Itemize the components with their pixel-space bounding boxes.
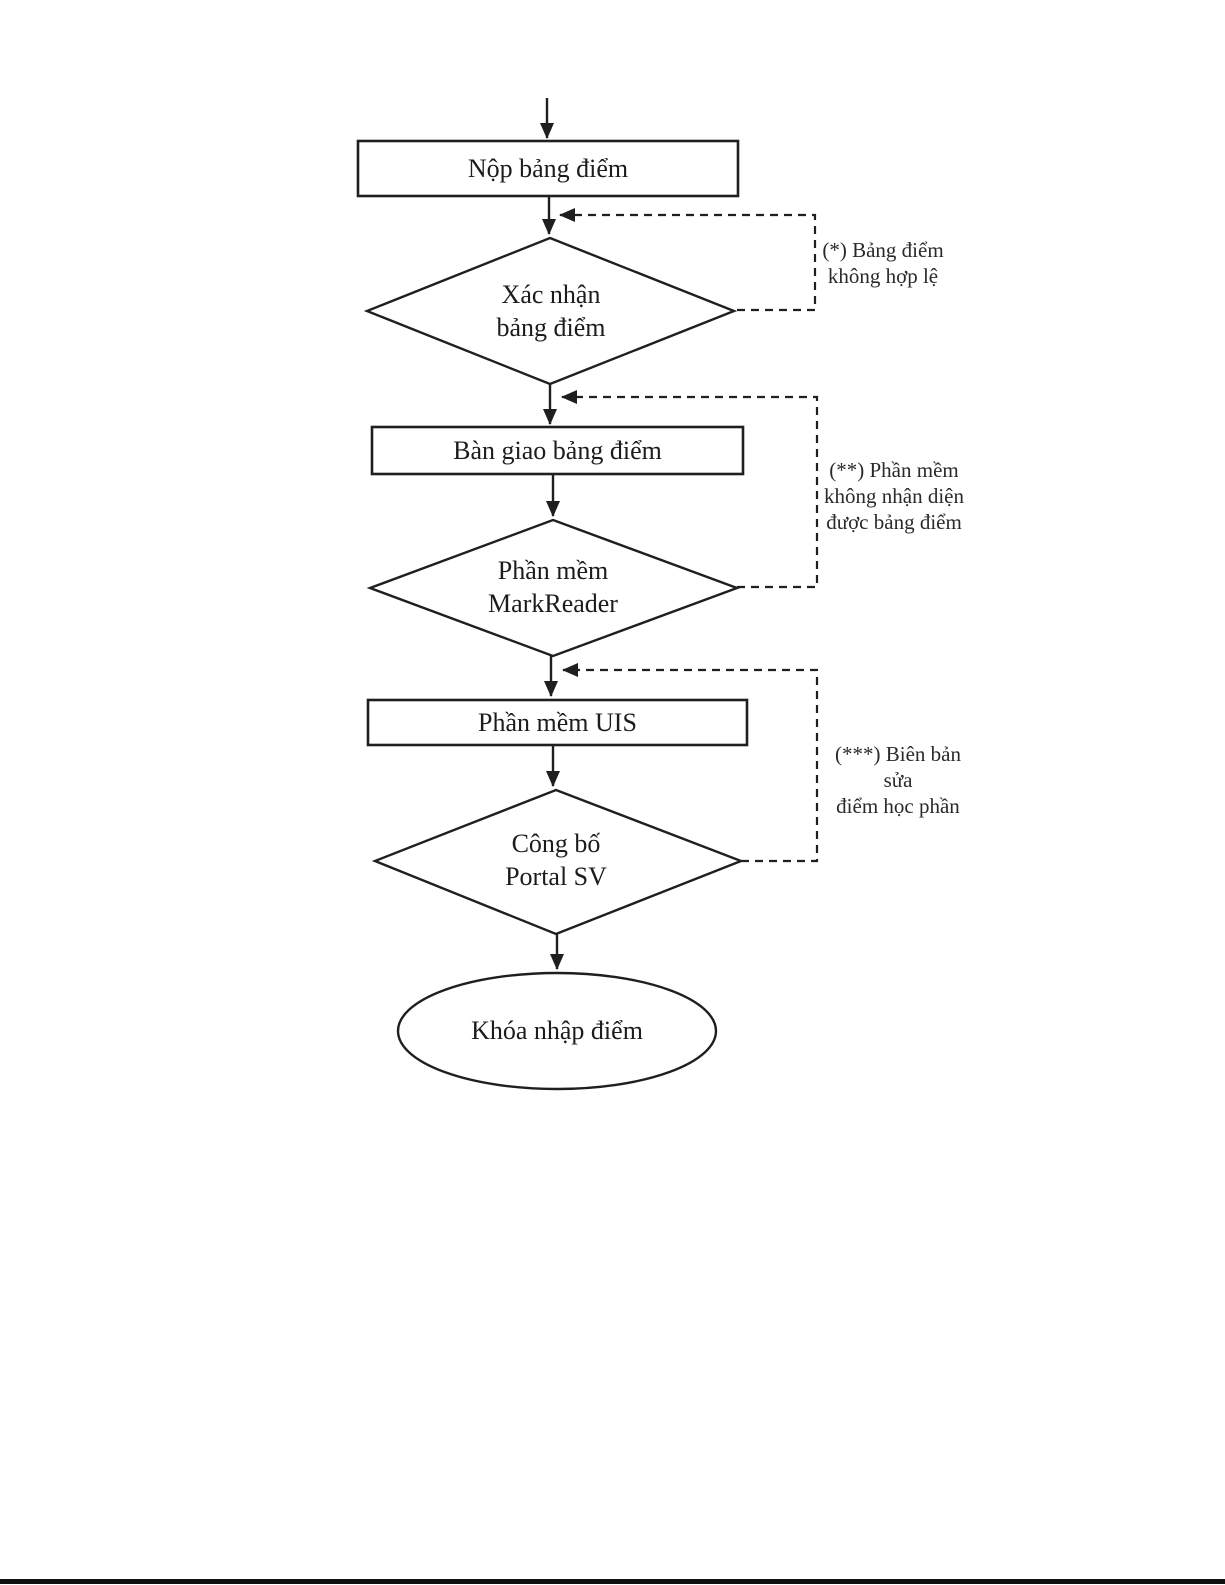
decision-label-markreader-line1: Phần mềm	[497, 556, 609, 585]
note-2-line3: được bảng điểm	[826, 510, 962, 534]
note-bien-ban-sua-diem: (***) Biên bản sửa điểm học phần	[818, 741, 978, 819]
note-1-line1: (*) Bảng điểm	[822, 238, 944, 262]
feedback-loop-2-dashed	[561, 390, 819, 589]
process-box-uis	[366, 698, 749, 747]
note-1-line2: không hợp lệ	[827, 264, 939, 288]
note-khong-nhan-dien: (**) Phần mềm không nhận diện được bảng …	[824, 457, 964, 535]
decision-label-cong-bo-line2: Portal SV	[505, 862, 607, 891]
terminator-ellipse-khoa-nhap-diem	[396, 971, 718, 1091]
decision-label-xac-nhan-line2: bảng điểm	[496, 313, 606, 342]
terminator-label-khoa-nhap-diem: Khóa nhập điểm	[471, 1016, 643, 1045]
note-2-line1: (**) Phần mềm	[829, 458, 959, 482]
decision-label-markreader: Phần mềm MarkReader	[403, 554, 703, 620]
decision-diamond-markreader	[366, 518, 741, 658]
note-bang-diem-khong-hop-le: (*) Bảng điểm không hợp lệ	[816, 237, 950, 289]
note-2-line2: không nhận diện	[824, 484, 964, 508]
decision-label-cong-bo-line1: Công bố	[511, 829, 601, 858]
decision-label-xac-nhan-line1: Xác nhận	[501, 280, 601, 309]
process-label-ban-giao: Bàn giao bảng điểm	[453, 435, 662, 465]
decision-label-xac-nhan: Xác nhận bảng điểm	[401, 278, 701, 344]
note-3-line2: điểm học phần	[836, 794, 960, 818]
process-label-uis: Phần mềm UIS	[478, 707, 637, 737]
decision-label-cong-bo: Công bố Portal SV	[406, 827, 706, 893]
process-label-nop-bang-diem: Nộp bảng điểm	[467, 153, 629, 183]
process-box-ban-giao	[370, 425, 745, 476]
decision-label-markreader-line2: MarkReader	[488, 589, 618, 618]
note-3-line1: (***) Biên bản sửa	[835, 742, 961, 792]
feedback-loop-1-dashed	[559, 208, 817, 312]
feedback-loop-3-dashed	[562, 663, 819, 863]
footer-rule	[0, 1579, 1225, 1584]
